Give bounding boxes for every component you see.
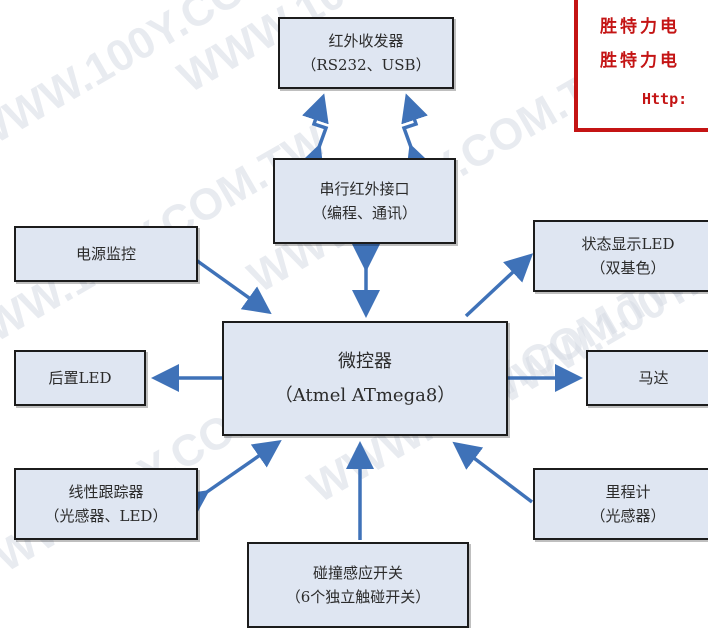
arrow-power-mcu <box>194 258 272 315</box>
serial-ir-interface-title: 串行红外接口 <box>319 180 410 198</box>
stamp-line-1: 胜特力电 <box>600 17 680 37</box>
mcu-subtitle: （Atmel ATmega8） <box>274 384 456 406</box>
serial-ir-interface-subtitle: （编程、通讯） <box>311 204 417 222</box>
power-monitor-box: 电源监控 <box>14 226 198 282</box>
ir-link-left <box>297 93 329 175</box>
arrow-tracker-mcu <box>178 440 282 518</box>
rear-led-box: 后置LED <box>14 350 146 406</box>
motor-title: 马达 <box>638 369 669 387</box>
stamp-url: Http: <box>642 90 688 108</box>
bump-switch-box: 碰撞感应开关 （6个独立触碰开关） <box>247 542 469 628</box>
ir-transceiver-title: 红外收发器 <box>328 32 404 50</box>
ir-link-right <box>401 93 433 175</box>
mcu-title: 微控器 <box>338 350 392 372</box>
odometer-box: 里程计 （光感器） <box>533 468 708 540</box>
odometer-subtitle: （光感器） <box>590 507 666 525</box>
line-tracker-box: 线性跟踪器 （光感器、LED） <box>14 468 198 540</box>
ir-transceiver-box: 红外收发器 （RS232、USB） <box>278 17 454 89</box>
status-led-title: 状态显示LED <box>581 235 675 253</box>
power-monitor-title: 电源监控 <box>75 245 136 263</box>
rear-led-title: 后置LED <box>48 369 112 387</box>
motor-box: 马达 <box>586 350 708 406</box>
serial-ir-interface-box: 串行红外接口 （编程、通讯） <box>273 158 456 244</box>
stamp-line-2: 胜特力电 <box>600 51 680 71</box>
arrow-odometer-mcu <box>452 441 534 504</box>
line-tracker-title: 线性跟踪器 <box>68 483 144 501</box>
bump-switch-subtitle: （6个独立触碰开关） <box>285 588 431 606</box>
line-tracker-subtitle: （光感器、LED） <box>44 507 168 525</box>
bump-switch-title: 碰撞感应开关 <box>312 564 403 582</box>
company-stamp: 胜特力电 胜特力电 Http: <box>574 0 708 132</box>
status-led-box: 状态显示LED （双基色） <box>533 220 708 292</box>
ir-transceiver-subtitle: （RS232、USB） <box>301 56 431 74</box>
mcu-box: 微控器 （Atmel ATmega8） <box>222 321 508 436</box>
status-led-subtitle: （双基色） <box>590 259 666 277</box>
arrow-mcu-status <box>464 253 534 318</box>
odometer-title: 里程计 <box>605 483 651 501</box>
